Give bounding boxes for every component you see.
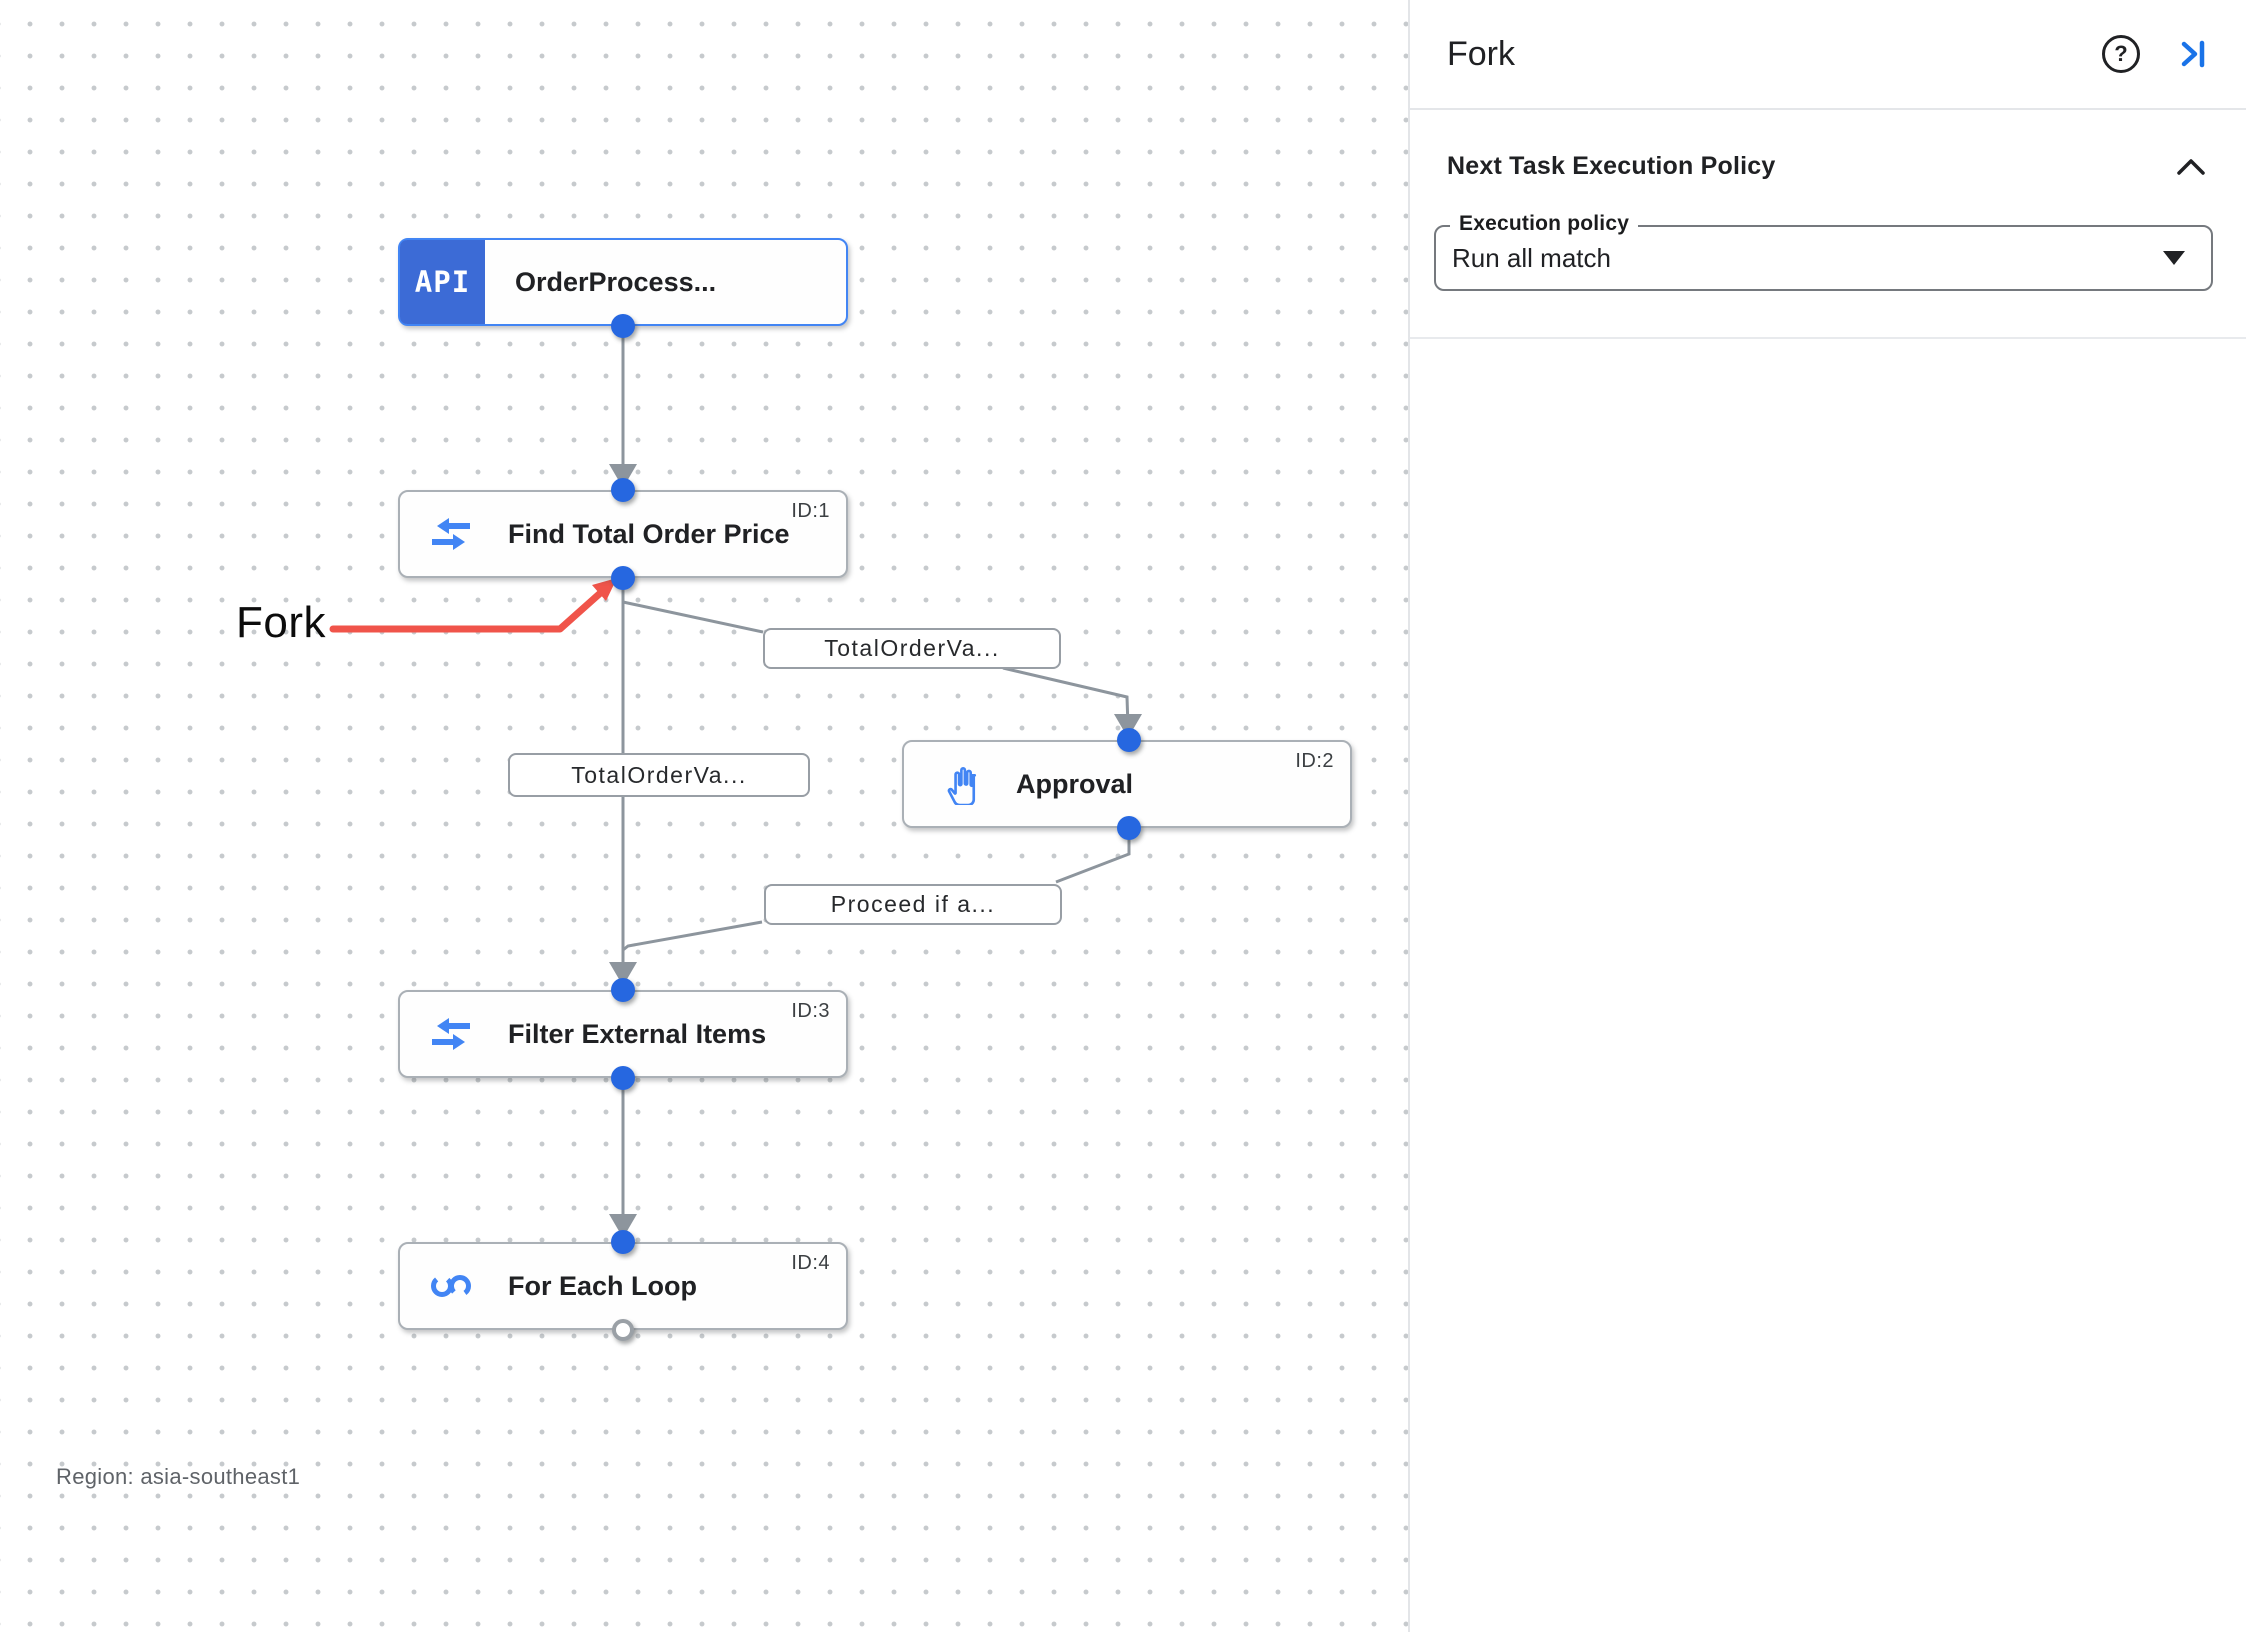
fork-annotation-arrow: [329, 578, 617, 633]
workflow-canvas[interactable]: API OrderProcess... Find Total Order Pri…: [0, 0, 1408, 1632]
api-trigger-icon: API: [400, 240, 485, 324]
port-filter-in[interactable]: [611, 978, 635, 1002]
execution-policy-value: Run all match: [1452, 242, 1611, 273]
port-find-total-out[interactable]: [611, 566, 635, 590]
edge-label-condition[interactable]: TotalOrderVa...: [763, 628, 1061, 669]
node-title: Find Total Order Price: [508, 518, 790, 549]
node-id-badge: ID:2: [1295, 750, 1334, 772]
workflow-edges: [329, 326, 1142, 1238]
node-trigger-orderprocess[interactable]: API OrderProcess...: [398, 238, 848, 326]
node-id-badge: ID:4: [791, 1252, 830, 1274]
node-title: Filter External Items: [508, 1018, 767, 1049]
loop-icon: [428, 1272, 474, 1300]
node-filter-external-items[interactable]: Filter External Items ID:3: [398, 990, 848, 1078]
node-title: OrderProcess...: [515, 266, 717, 297]
section-title: Next Task Execution Policy: [1447, 152, 1776, 180]
config-panel: Fork ? Next Task Execution Policy Execut…: [1408, 0, 2246, 1632]
node-find-total-order-price[interactable]: Find Total Order Price ID:1: [398, 490, 848, 578]
panel-title: Fork: [1447, 34, 1515, 73]
approval-hand-icon: [936, 763, 982, 805]
collapse-panel-icon[interactable]: [2176, 38, 2208, 70]
node-title: For Each Loop: [508, 1270, 697, 1301]
section-divider: [1410, 337, 2246, 339]
node-approval[interactable]: Approval ID:2: [902, 740, 1352, 828]
node-id-badge: ID:1: [791, 500, 830, 522]
panel-header: Fork ?: [1410, 0, 2246, 110]
port-find-total-in[interactable]: [611, 478, 635, 502]
node-id-badge: ID:3: [791, 1000, 830, 1022]
help-icon[interactable]: ?: [2102, 35, 2140, 73]
execution-policy-select[interactable]: Execution policy Run all match: [1434, 212, 2213, 291]
edge-label-condition[interactable]: TotalOrderVa...: [508, 753, 810, 797]
port-approval-in[interactable]: [1117, 728, 1141, 752]
port-filter-out[interactable]: [611, 1066, 635, 1090]
port-foreach-out-empty[interactable]: [612, 1319, 634, 1341]
port-foreach-in[interactable]: [611, 1230, 635, 1254]
dropdown-caret-icon: [2163, 251, 2185, 265]
edge-label-condition[interactable]: Proceed if a...: [764, 884, 1062, 925]
port-trigger-out[interactable]: [611, 314, 635, 338]
execution-policy-label: Execution policy: [1450, 212, 1639, 236]
chevron-up-icon[interactable]: [2176, 156, 2206, 178]
region-label: Region: asia-southeast1: [56, 1464, 301, 1489]
port-approval-out[interactable]: [1117, 816, 1141, 840]
section-header: Next Task Execution Policy: [1410, 110, 2246, 181]
node-title: Approval: [1016, 768, 1134, 799]
data-mapping-icon: [428, 517, 474, 551]
data-mapping-icon: [428, 1017, 474, 1051]
fork-annotation-label: Fork: [236, 598, 326, 647]
node-for-each-loop[interactable]: For Each Loop ID:4: [398, 1242, 848, 1330]
